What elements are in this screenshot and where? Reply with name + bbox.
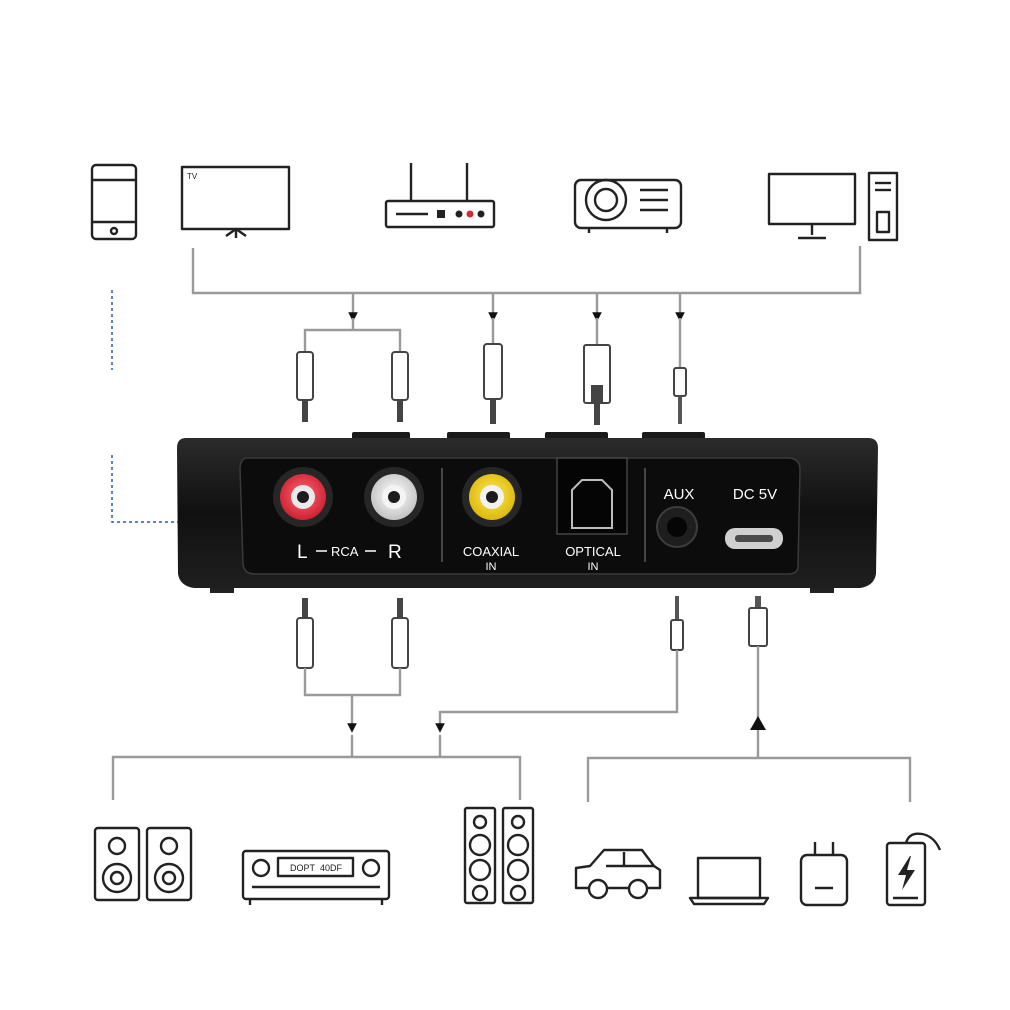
output-cable-bus [111, 755, 522, 800]
power-cable-bus [586, 756, 912, 802]
dc-5v-label: DC 5V [733, 486, 777, 503]
coaxial-jack [462, 467, 522, 527]
receiver-display-right: 40DF [320, 863, 343, 873]
optical-in-label: IN [588, 561, 599, 573]
av-receiver-icon: DOPT 40DF [241, 849, 391, 905]
rca-right-jack [364, 467, 424, 527]
power-adapter-icon [799, 842, 849, 907]
bookshelf-speakers-icon [93, 826, 193, 902]
optical-label: OPTICAL [565, 544, 621, 559]
power-bank-icon [885, 832, 942, 907]
rca-word-label: RCA [331, 544, 359, 559]
receiver-display-left: DOPT [290, 863, 316, 873]
tv-icon: TV [180, 165, 291, 238]
top-cable-bus [191, 246, 862, 295]
tower-speakers-icon [463, 806, 535, 905]
aux-cable-bottom [435, 596, 684, 733]
aux-label: AUX [664, 486, 695, 503]
rca-cable-bottom [296, 598, 409, 733]
coaxial-label: COAXIAL [463, 544, 519, 559]
dc-5v-port [725, 528, 783, 549]
aux-port [656, 506, 698, 548]
phone-icon [90, 163, 138, 241]
router-icon [384, 163, 496, 229]
rca-cable-top [296, 318, 409, 422]
optical-cable-top [583, 318, 611, 425]
rca-right-label: R [388, 542, 402, 563]
car-icon [574, 848, 662, 900]
rca-left-jack [273, 467, 333, 527]
coaxial-cable-top [483, 318, 503, 424]
audio-receiver-device: L RCA R COAXIAL IN OPTICAL IN AUX DC 5V [177, 432, 878, 593]
tv-label: TV [187, 172, 198, 181]
projector-icon [573, 178, 683, 233]
rca-left-label: L [297, 542, 308, 563]
desktop-computer-icon [767, 171, 899, 242]
usb-power-cable [748, 596, 768, 758]
aux-cable-top [673, 318, 687, 424]
optical-port [556, 457, 628, 535]
coaxial-in-label: IN [486, 561, 497, 573]
laptop-icon [688, 856, 770, 906]
dotted-guide-lower [111, 455, 180, 523]
